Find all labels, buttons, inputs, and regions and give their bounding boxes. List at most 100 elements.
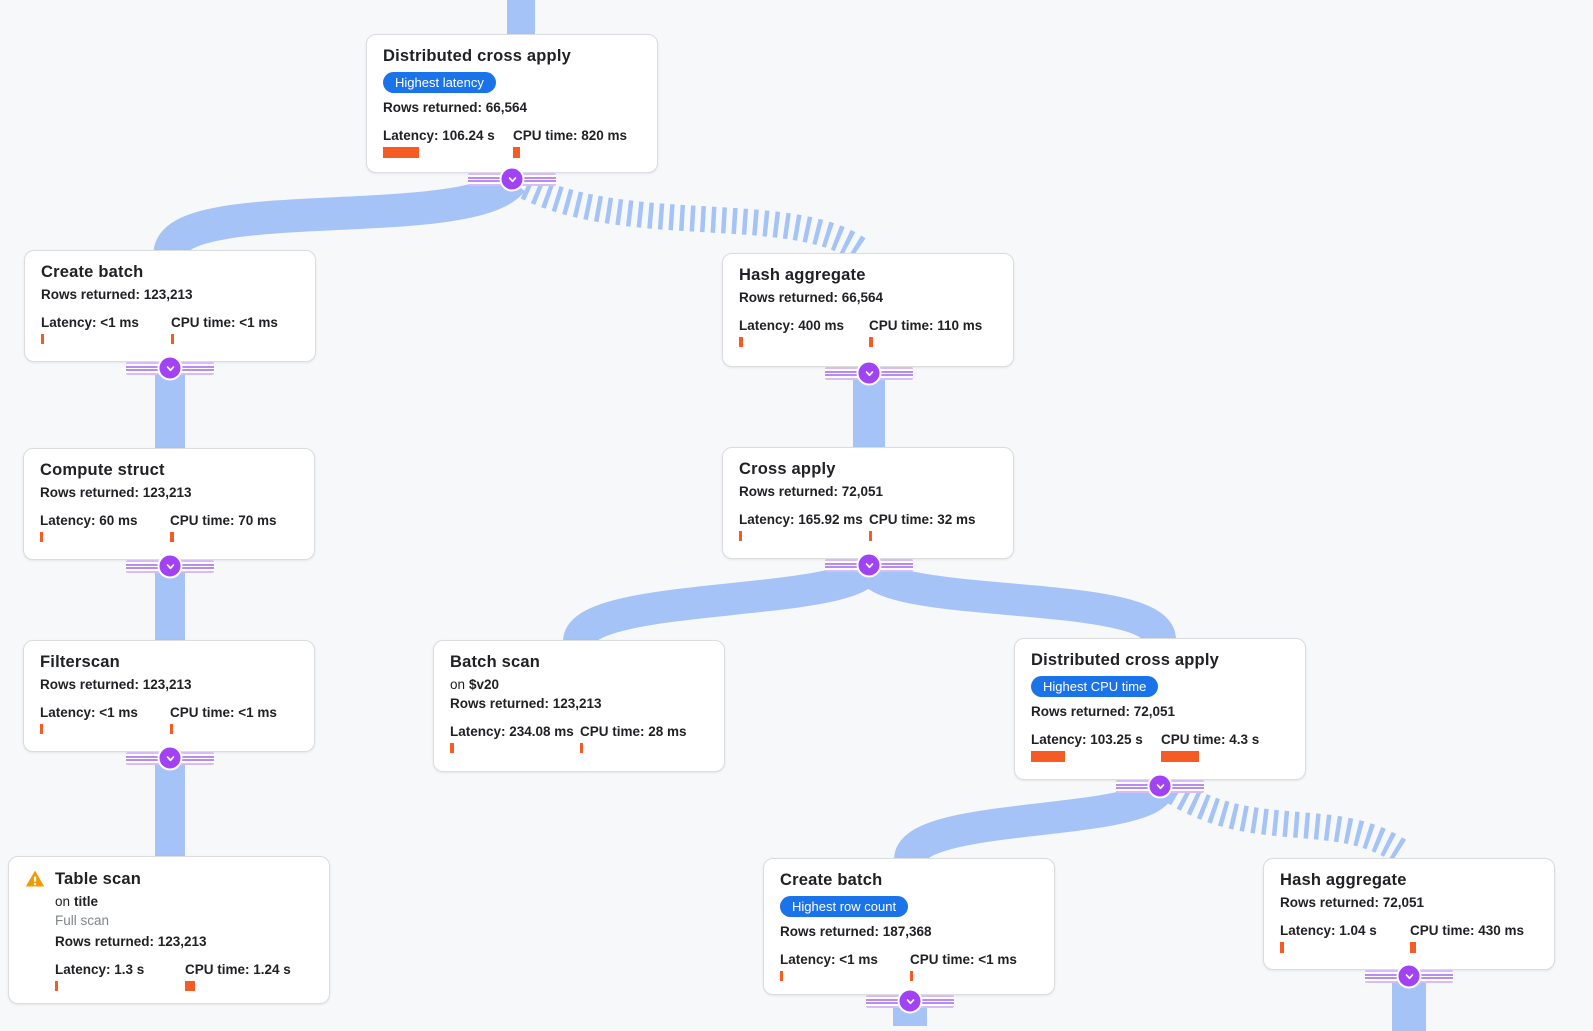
- node-metrics: Latency: <1 ms CPU time: <1 ms: [41, 315, 299, 344]
- cpu-time-metric: CPU time: 110 ms: [869, 318, 982, 347]
- node-header: Distributed cross apply: [1031, 651, 1289, 670]
- collapse-connector[interactable]: [126, 745, 214, 771]
- node-target: on$v20: [450, 677, 708, 692]
- plan-node[interactable]: Create batch Rows returned: 123,213 Late…: [24, 250, 316, 362]
- node-metrics: Latency: 400 ms CPU time: 110 ms: [739, 318, 997, 347]
- rows-returned: Rows returned: 66,564: [739, 290, 884, 305]
- plan-node[interactable]: Filterscan Rows returned: 123,213 Latenc…: [23, 640, 315, 752]
- collapse-connector[interactable]: [825, 360, 913, 386]
- node-header: Distributed cross apply: [383, 47, 641, 66]
- plan-node[interactable]: Hash aggregate Rows returned: 66,564 Lat…: [722, 253, 1014, 367]
- latency-metric: Latency: 1.04 s: [1280, 923, 1410, 953]
- node-metrics: Latency: 1.3 s CPU time: 1.24 s: [55, 962, 313, 991]
- node-title: Cross apply: [739, 460, 836, 478]
- node-header: Filterscan: [40, 653, 298, 672]
- chevron-down-icon: [1147, 773, 1173, 799]
- cpu-time-label: CPU time: 110 ms: [869, 318, 983, 333]
- node-metrics: Latency: 103.25 s CPU time: 4.3 s: [1031, 732, 1289, 762]
- latency-bar: [55, 981, 58, 991]
- plan-node[interactable]: Hash aggregate Rows returned: 72,051 Lat…: [1263, 858, 1555, 970]
- plan-node[interactable]: Distributed cross apply Highest CPU time…: [1014, 638, 1306, 780]
- rows-returned: Rows returned: 66,564: [383, 100, 528, 115]
- latency-bar: [1280, 942, 1284, 953]
- cpu-time-bar: [869, 337, 873, 347]
- cpu-time-metric: CPU time: 820 ms: [513, 128, 627, 158]
- plan-node[interactable]: Create batch Highest row count Rows retu…: [763, 858, 1055, 995]
- plan-edge: [894, 778, 1176, 865]
- plan-node[interactable]: Compute struct Rows returned: 123,213 La…: [23, 448, 315, 560]
- cpu-time-label: CPU time: 4.3 s: [1161, 732, 1260, 747]
- latency-bar: [1031, 751, 1065, 762]
- latency-bar: [40, 532, 43, 542]
- collapse-connector[interactable]: [126, 355, 214, 381]
- cpu-time-metric: CPU time: 4.3 s: [1161, 732, 1259, 762]
- chevron-down-icon: [499, 166, 525, 192]
- rows-returned: Rows returned: 72,051: [1031, 704, 1176, 719]
- latency-label: Latency: <1 ms: [41, 315, 139, 330]
- collapse-connector[interactable]: [866, 988, 954, 1014]
- latency-bar: [450, 743, 454, 753]
- collapse-connector[interactable]: [126, 553, 214, 579]
- node-header: Create batch: [780, 871, 1038, 890]
- latency-metric: Latency: <1 ms: [40, 705, 170, 734]
- node-badge: Highest row count: [780, 896, 909, 917]
- cpu-time-label: CPU time: 820 ms: [513, 128, 628, 143]
- latency-label: Latency: 165.92 ms: [739, 512, 863, 527]
- cpu-time-label: CPU time: <1 ms: [171, 315, 278, 330]
- node-title: Hash aggregate: [1280, 871, 1407, 889]
- rows-returned: Rows returned: 72,051: [1280, 895, 1425, 910]
- latency-label: Latency: <1 ms: [780, 952, 878, 967]
- chevron-down-icon: [856, 552, 882, 578]
- chevron-down-icon: [157, 553, 183, 579]
- cpu-time-label: CPU time: <1 ms: [170, 705, 277, 720]
- warning-icon: [25, 870, 45, 887]
- node-metrics: Latency: 60 ms CPU time: 70 ms: [40, 513, 298, 542]
- chevron-down-icon: [1396, 963, 1422, 989]
- latency-metric: Latency: 106.24 s: [383, 128, 513, 158]
- collapse-connector[interactable]: [1365, 963, 1453, 989]
- latency-label: Latency: 106.24 s: [383, 128, 495, 143]
- node-metrics: Latency: 1.04 s CPU time: 430 ms: [1280, 923, 1538, 953]
- cpu-time-metric: CPU time: 32 ms: [869, 512, 976, 541]
- remote-call-edge: [1157, 775, 1409, 864]
- cpu-time-label: CPU time: 28 ms: [580, 724, 687, 739]
- rows-returned: Rows returned: 72,051: [739, 484, 884, 499]
- plan-node[interactable]: Batch scan on$v20 Rows returned: 123,213…: [433, 640, 725, 772]
- node-metrics: Latency: 234.08 ms CPU time: 28 ms: [450, 724, 708, 753]
- cpu-time-metric: CPU time: <1 ms: [171, 315, 278, 344]
- on-target-value: title: [74, 894, 99, 909]
- cpu-time-bar: [171, 334, 174, 344]
- collapse-connector[interactable]: [468, 166, 556, 192]
- rows-returned: Rows returned: 123,213: [450, 696, 602, 711]
- latency-label: Latency: 1.3 s: [55, 962, 145, 977]
- plan-edge: [153, 168, 525, 258]
- cpu-time-label: CPU time: 430 ms: [1410, 923, 1525, 938]
- latency-label: Latency: 103.25 s: [1031, 732, 1143, 747]
- cpu-time-metric: CPU time: <1 ms: [170, 705, 277, 734]
- chevron-down-icon: [157, 355, 183, 381]
- node-title: Batch scan: [450, 653, 541, 671]
- node-badge: Highest CPU time: [1031, 676, 1159, 697]
- chevron-down-icon: [157, 745, 183, 771]
- plan-node[interactable]: Cross apply Rows returned: 72,051 Latenc…: [722, 447, 1014, 559]
- node-header: Compute struct: [40, 461, 298, 480]
- cpu-time-label: CPU time: 32 ms: [869, 512, 976, 527]
- node-title: Hash aggregate: [739, 266, 866, 284]
- cpu-time-bar: [869, 531, 872, 541]
- latency-label: Latency: 234.08 ms: [450, 724, 574, 739]
- collapse-connector[interactable]: [825, 552, 913, 578]
- rows-returned: Rows returned: 123,213: [55, 934, 207, 949]
- cpu-time-bar: [1161, 751, 1199, 762]
- node-title: Table scan: [55, 869, 142, 888]
- plan-node[interactable]: Distributed cross apply Highest latency …: [366, 34, 658, 173]
- on-target-value: $v20: [469, 677, 500, 692]
- latency-bar: [383, 147, 419, 158]
- node-header: Table scan: [25, 869, 313, 889]
- node-title: Create batch: [780, 871, 883, 889]
- latency-label: Latency: 60 ms: [40, 513, 138, 528]
- collapse-connector[interactable]: [1116, 773, 1204, 799]
- node-title: Filterscan: [40, 653, 120, 671]
- node-title: Create batch: [41, 263, 144, 281]
